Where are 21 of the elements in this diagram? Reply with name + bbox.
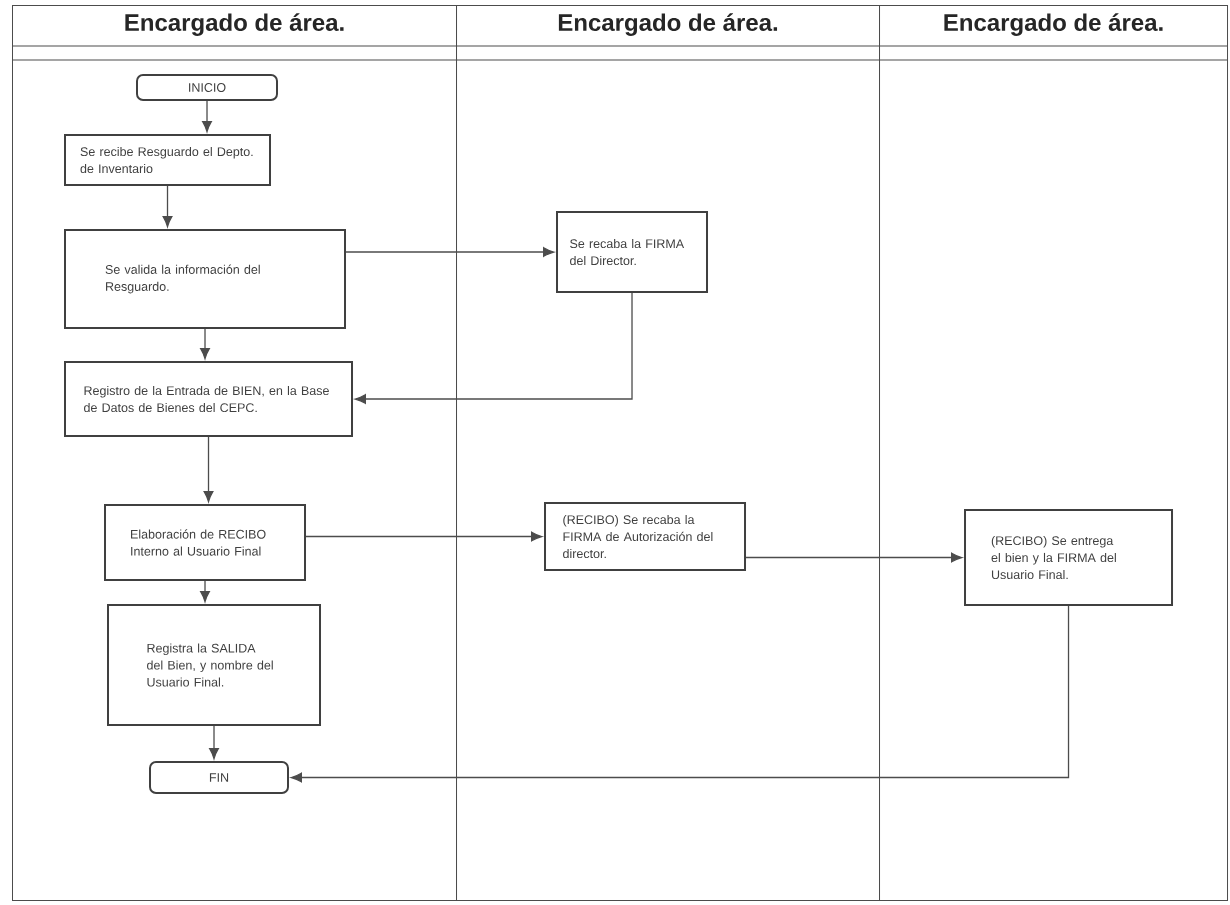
process-box: Se valida la información del Resguardo. [64,229,346,329]
arrow [354,292,633,404]
process-box: Elaboración de RECIBO Interno al Usuario Final [104,504,306,581]
process-box: (RECIBO) Se recaba la FIRMA de Autorización del director. [544,502,746,571]
arrow [200,580,210,603]
arrow [202,100,212,133]
terminator-box: FIN [149,761,289,794]
process-box: Se recibe Resguardo el Depto. de Inventario [64,134,271,186]
arrow [203,436,214,503]
arrow [345,247,555,257]
process-box: Se recaba la FIRMA del Director. [556,211,708,293]
arrow [305,531,543,542]
process-box: Registro de la Entrada de BIEN, en la Base de Datos de Bienes del CEPC. [64,361,353,437]
arrow [162,185,173,228]
arrow [745,552,963,563]
process-box: Registra la SALIDA del Bien, y nombre del Usuario Final. [107,604,321,726]
arrow [200,328,210,360]
process-box: (RECIBO) Se entrega el bien y la FIRMA del Usuario Final. [964,509,1173,606]
arrow [290,605,1070,783]
terminator-box: INICIO [136,74,278,101]
arrow [209,725,219,760]
